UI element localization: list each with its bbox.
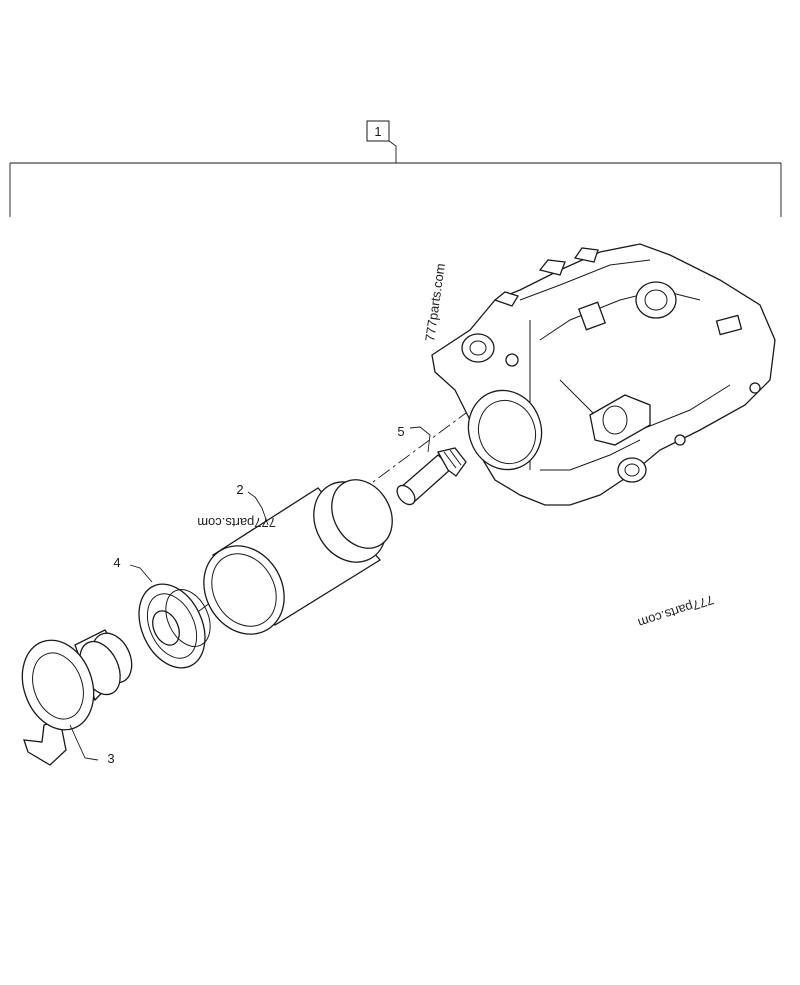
callout-1-label: 1 [374, 124, 381, 139]
assembly-bracket: 1 [9, 120, 782, 217]
callout-5-label: 5 [397, 424, 404, 439]
callout-2-label: 2 [236, 482, 243, 497]
callout-3-label: 3 [107, 751, 114, 766]
filter-cartridge-part: 2 [203, 479, 393, 635]
watermark-2: 777parts.com [197, 515, 276, 530]
fitting-part: 5 [396, 424, 467, 506]
filter-housing [431, 243, 776, 506]
retainer-part: 4 [113, 555, 211, 669]
watermark-1: 777parts.com [422, 262, 448, 342]
callout-box-1 [366, 120, 390, 142]
watermark-3: 777parts.com [636, 592, 716, 631]
cap-part: 3 [21, 629, 133, 766]
callout-4-label: 4 [113, 555, 120, 570]
